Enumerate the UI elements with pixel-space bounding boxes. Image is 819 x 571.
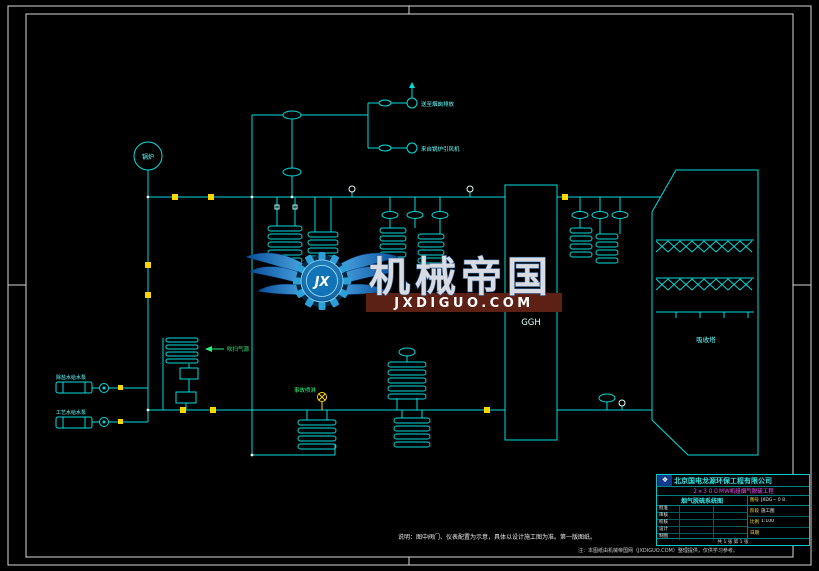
watermark: JX 机械帝国 JXDIGUO.COM: [245, 252, 562, 312]
sign-label: 设计: [657, 526, 680, 533]
watermark-gear-icon: JX: [293, 252, 351, 310]
signature-grid: 批准 审核 校核 设计 制图: [657, 505, 748, 540]
sign-row: 制图: [657, 533, 747, 540]
sign-cell: [714, 513, 747, 519]
company-name: 北京国电龙源环保工程有限公司: [674, 476, 772, 485]
sheet-row: 共 1 张 第 1 张: [657, 539, 809, 545]
stage-label: 阶段: [750, 508, 759, 514]
instrument-bubbles: [348, 185, 626, 407]
title-block-project-row: ２×３００ＭＷ机组烟气脱硫工程: [657, 487, 809, 497]
scale-label: 比例: [750, 519, 759, 525]
drawing-no-label: 图号: [750, 498, 759, 504]
boiler-symbol: 锅炉: [133, 141, 163, 171]
title-block-grid: 批准 审核 校核 设计 制图: [657, 505, 809, 540]
purge-air-label: 吹扫气源: [227, 345, 250, 353]
sign-cell: [680, 505, 714, 512]
company-logo-icon: ❖: [658, 475, 672, 487]
sign-row: 审核: [657, 512, 747, 520]
sign-cell: [714, 520, 747, 526]
fan-inlet-label: 来自锅炉引风机: [421, 145, 460, 153]
process-water-label: 工艺水给水泵: [56, 409, 86, 416]
sign-cell: [680, 519, 714, 526]
heat-exchanger-coils: [165, 204, 619, 450]
project-name: ２×３００ＭＷ机组烟气脱硫工程: [692, 489, 774, 496]
sheet-count: 共 1 张 第 1 张: [717, 539, 749, 545]
valve-symbols: [118, 194, 568, 424]
sign-label: 校核: [657, 519, 680, 526]
ggh-unit: GGH: [504, 184, 558, 441]
sign-cell: [680, 512, 714, 519]
absorber-label: 吸收塔: [696, 335, 716, 344]
watermark-monogram: JX: [312, 275, 331, 290]
sign-label: 制图: [657, 533, 680, 540]
boiler-label: 锅炉: [142, 153, 154, 161]
ggh-label: GGH: [521, 318, 541, 328]
sign-row: 设计: [657, 526, 747, 534]
duct-terminals: 送至烟囱排放 来自锅炉引风机: [406, 97, 460, 154]
date-label: 日期: [750, 530, 759, 536]
watermark-domain: JXDIGUO.COM: [393, 296, 533, 311]
stage-value: 施工图: [761, 508, 775, 514]
watermark-brand: 机械帝国: [369, 253, 553, 301]
purge-air: 吹扫气源: [205, 345, 250, 353]
sign-label: 审核: [657, 512, 680, 519]
sign-row: 校核: [657, 519, 747, 527]
sign-cell: [680, 533, 714, 540]
water-pumps: 除盐水给水泵 工艺水给水泵: [55, 374, 109, 429]
scale-value: 1:100: [761, 519, 774, 525]
date-row: 日期: [748, 528, 809, 538]
sign-label: 批准: [657, 505, 680, 512]
title-block: ❖ 北京国电龙源环保工程有限公司 ２×３００ＭＷ机组烟气脱硫工程 烟气脱硫系统图…: [656, 474, 810, 546]
sign-cell: [680, 526, 714, 533]
footer-note: 注：本图纸由机械帝国网（JXDIGUO.COM）整理提供，仅供学习参考。: [578, 548, 738, 554]
drawing-border: [7, 5, 812, 566]
scale-row: 比例 1:100: [748, 517, 809, 528]
watermark-banner: [366, 293, 562, 312]
drawing-no: JXDG－０８: [761, 498, 786, 504]
emergency-spray-pump: 事故喷淋: [294, 386, 327, 410]
field-grid: 阶段 施工图 比例 1:100 日期: [748, 506, 809, 538]
junction-dots: [146, 195, 294, 457]
stage-row: 阶段 施工图: [748, 506, 809, 517]
sign-cell: [714, 527, 747, 533]
drawing-note: 说明：图中阀门、仪表配置为示意，具体以设计施工图为准。第一版图纸。: [398, 533, 596, 541]
sign-cell: [714, 506, 747, 512]
title-block-company-row: ❖ 北京国电龙源环保工程有限公司: [657, 475, 809, 488]
demin-water-label: 除盐水给水泵: [56, 374, 86, 381]
stack-outlet-label: 送至烟囱排放: [421, 100, 455, 108]
sign-row: 批准: [657, 505, 747, 513]
damper-symbols: [282, 99, 629, 403]
title-block-drawing-row: 烟气脱硫系统图 图号 JXDG－０８: [657, 496, 809, 506]
drawing-title: 烟气脱硫系统图: [657, 496, 748, 505]
absorber-tower: 吸收塔: [651, 169, 759, 456]
emergency-spray-label: 事故喷淋: [294, 386, 317, 394]
